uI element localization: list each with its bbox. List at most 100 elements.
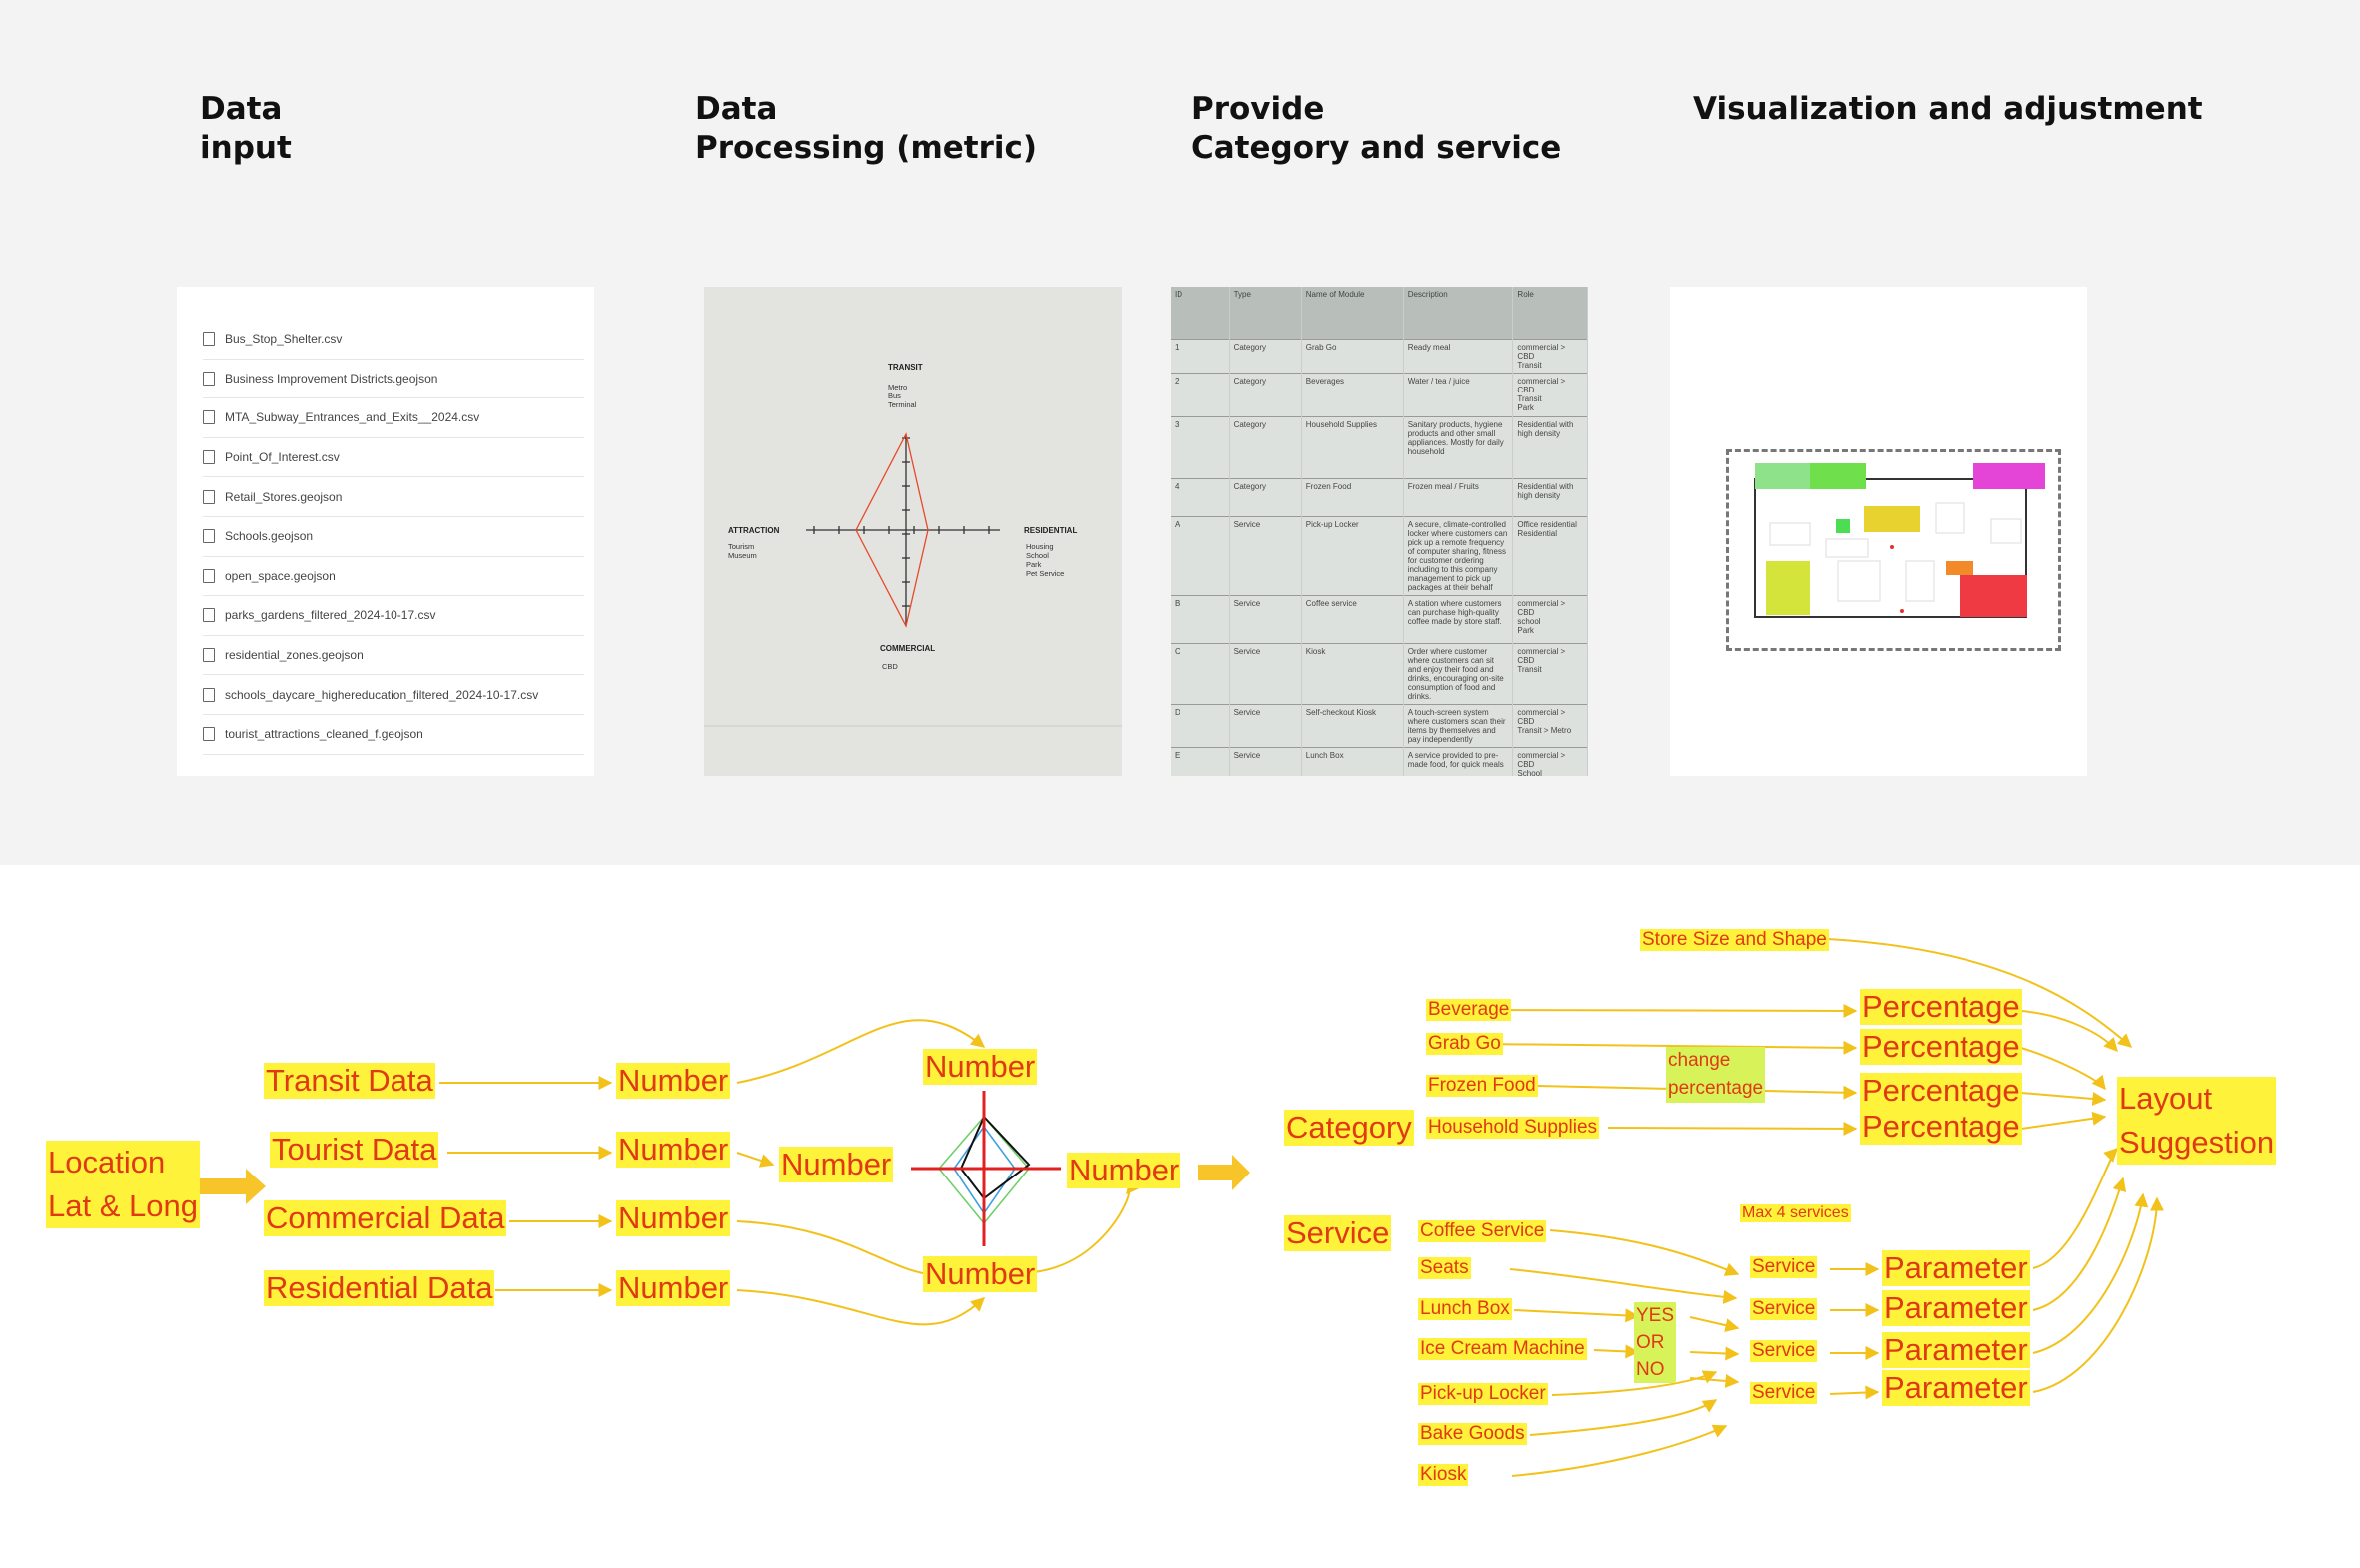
file-icon — [203, 648, 215, 663]
commercial-data-label: Commercial Data — [264, 1200, 507, 1236]
table-cell: A secure, climate-controlled locker wher… — [1403, 516, 1514, 596]
heading-category-service: Provide Category and service — [1191, 91, 1562, 166]
table-cell: A station where customers can purchase h… — [1403, 595, 1514, 644]
table-cell: Kiosk — [1301, 643, 1404, 705]
file-name: Point_Of_Interest.csv — [225, 450, 340, 465]
table-cell: A touch-screen system where customers sc… — [1403, 704, 1514, 748]
file-icon — [203, 371, 215, 386]
percentage-grab-go: Percentage — [1860, 1029, 2022, 1065]
file-icon — [203, 450, 215, 465]
tourist-number: Number — [616, 1132, 731, 1168]
category-household-supplies: Household Supplies — [1426, 1117, 1600, 1139]
score-number: Number — [1067, 1153, 1181, 1188]
file-name: parks_gardens_filtered_2024-10-17.csv — [225, 608, 436, 623]
table-cell: Sanitary products, hygiene products and … — [1403, 416, 1514, 479]
max-services-note: Max 4 services — [1740, 1204, 1851, 1223]
radar-commercial-items: CBD — [882, 662, 898, 671]
file-row[interactable]: tourist_attractions_cleaned_f.geojson — [203, 715, 584, 755]
table-cell: C — [1171, 643, 1230, 705]
table-cell: E — [1171, 747, 1230, 776]
service-coffee: Coffee Service — [1418, 1220, 1547, 1242]
file-name: open_space.geojson — [225, 568, 336, 583]
parameter-3: Parameter — [1882, 1332, 2030, 1368]
table-cell: Coffee service — [1301, 595, 1404, 644]
file-row[interactable]: open_space.geojson — [203, 557, 584, 597]
residential-number: Number — [616, 1270, 731, 1306]
file-row[interactable]: parks_gardens_filtered_2024-10-17.csv — [203, 596, 584, 636]
table-cell: Service — [1229, 643, 1302, 705]
service-bake-goods: Bake Goods — [1418, 1423, 1527, 1445]
file-icon — [203, 410, 215, 425]
table-cell: Order where customer where customers can… — [1403, 643, 1514, 705]
table-header: ID — [1171, 287, 1230, 340]
transit-number: Number — [616, 1063, 731, 1099]
store-boundary — [1726, 449, 2061, 651]
file-row[interactable]: Point_Of_Interest.csv — [203, 438, 584, 478]
radar-residential-label: RESIDENTIAL — [1024, 526, 1078, 535]
table-cell: D — [1171, 704, 1230, 748]
table-cell: 4 — [1171, 478, 1230, 517]
table-header: Type — [1229, 287, 1302, 340]
table-cell: 3 — [1171, 416, 1230, 479]
parameter-4: Parameter — [1882, 1370, 2030, 1406]
table-cell: 1 — [1171, 339, 1230, 374]
file-row[interactable]: Schools.geojson — [203, 517, 584, 557]
table-cell: commercial > CBD Transit > Metro — [1512, 704, 1588, 748]
file-name: Business Improvement Districts.geojson — [225, 371, 438, 386]
table-cell: Ready meal — [1403, 339, 1514, 374]
file-icon — [203, 332, 215, 347]
service-seats: Seats — [1418, 1257, 1471, 1279]
service-lunch-box: Lunch Box — [1418, 1298, 1512, 1320]
file-icon — [203, 727, 215, 742]
file-row[interactable]: Retail_Stores.geojson — [203, 477, 584, 517]
yes-or-no-note: YES OR NO — [1634, 1302, 1677, 1383]
file-row[interactable]: Business Improvement Districts.geojson — [203, 360, 584, 399]
category-grab-go: Grab Go — [1426, 1033, 1503, 1055]
table-cell: Water / tea / juice — [1403, 373, 1514, 417]
file-name: tourist_attractions_cleaned_f.geojson — [225, 727, 423, 742]
heading-data-processing: Data Processing (metric) — [695, 91, 1038, 166]
table-cell: Beverages — [1301, 373, 1404, 417]
layout-preview — [1754, 463, 2045, 618]
table-cell: commercial > CBD Transit — [1512, 339, 1588, 374]
table-cell: Household Supplies — [1301, 416, 1404, 479]
file-icon — [203, 568, 215, 583]
table-cell: Self-checkout Kiosk — [1301, 704, 1404, 748]
transit-data-label: Transit Data — [264, 1063, 435, 1099]
radar-residential-items: Housing School Park Pet Service — [1026, 542, 1065, 578]
table-cell: Frozen Food — [1301, 478, 1404, 517]
category-label: Category — [1284, 1110, 1414, 1146]
table-cell: commercial > CBD School Park — [1512, 747, 1588, 776]
change-percentage-note: change percentage — [1666, 1047, 1766, 1103]
table-cell: Residential with high density — [1512, 416, 1588, 479]
table-cell: Pick-up Locker — [1301, 516, 1404, 596]
file-icon — [203, 608, 215, 623]
table-cell: commercial > CBD Transit — [1512, 643, 1588, 705]
file-row[interactable]: residential_zones.geojson — [203, 636, 584, 676]
radar-transit-items: Metro Bus Terminal — [888, 383, 917, 409]
category-beverage: Beverage — [1426, 999, 1512, 1021]
file-name: Schools.geojson — [225, 529, 314, 544]
service-ice-cream-machine: Ice Cream Machine — [1418, 1338, 1587, 1360]
service-label: Service — [1284, 1215, 1392, 1251]
commercial-number: Number — [616, 1200, 731, 1236]
radar-transit-label: TRANSIT — [888, 363, 923, 372]
radar-attraction-items: Tourism Museum — [728, 542, 757, 560]
percentage-beverage: Percentage — [1860, 989, 2022, 1025]
file-row[interactable]: Bus_Stop_Shelter.csv — [203, 320, 584, 360]
file-list-panel — [177, 287, 594, 776]
file-row[interactable]: MTA_Subway_Entrances_and_Exits__2024.csv — [203, 398, 584, 438]
table-cell: Category — [1229, 339, 1302, 374]
radar-commercial-label: COMMERCIAL — [880, 644, 936, 653]
table-cell: Service — [1229, 704, 1302, 748]
radar-bottom-number: Number — [923, 1256, 1038, 1292]
file-row[interactable]: schools_daycare_highereducation_filtered… — [203, 675, 584, 715]
file-icon — [203, 687, 215, 702]
table-cell: commercial > CBD school Park — [1512, 595, 1588, 644]
